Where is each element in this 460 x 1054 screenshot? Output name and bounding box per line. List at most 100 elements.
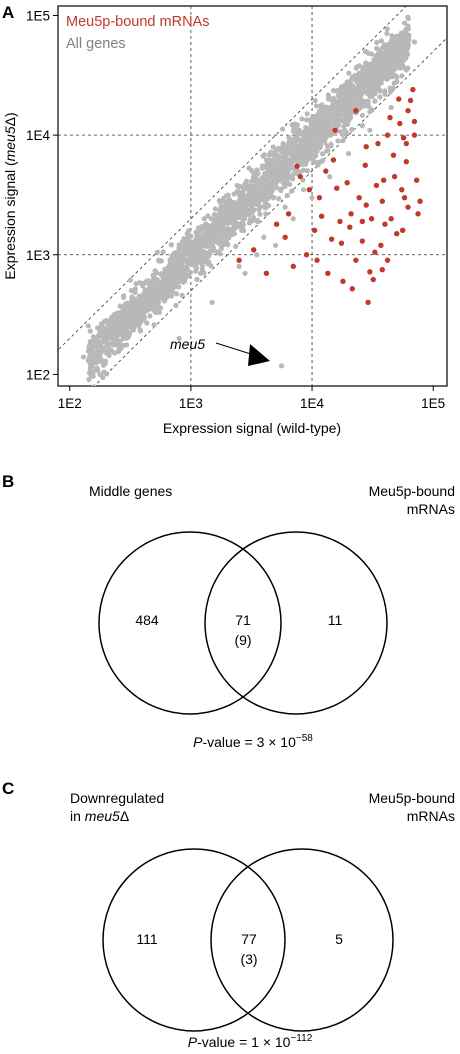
- all-genes-point: [172, 273, 178, 279]
- all-genes-point: [254, 184, 260, 190]
- all-genes-point: [384, 30, 390, 37]
- all-genes-point: [291, 149, 298, 155]
- all-genes-point: [285, 157, 291, 164]
- all-genes-point: [229, 231, 235, 237]
- all-genes-point: [144, 320, 150, 326]
- all-genes-point: [98, 322, 105, 328]
- all-genes-point: [392, 73, 399, 79]
- panel-label-c: C: [2, 779, 14, 798]
- all-genes-point: [394, 45, 400, 51]
- all-genes-point: [316, 124, 322, 130]
- all-genes-point: [221, 198, 227, 204]
- all-genes-point: [186, 228, 192, 234]
- all-genes-point: [143, 289, 150, 295]
- meu5p-bound-point: [379, 267, 385, 273]
- y-tick-label: 1E4: [26, 128, 51, 143]
- venn-c-intersection-count: 77: [241, 931, 257, 947]
- all-genes-point: [403, 26, 409, 33]
- all-genes-point: [216, 240, 222, 246]
- all-genes-point: [263, 184, 270, 190]
- meu5p-bound-point: [347, 224, 353, 230]
- all-genes-point: [355, 75, 361, 82]
- all-genes-point: [141, 297, 147, 303]
- all-genes-point: [98, 345, 104, 351]
- meu5p-bound-point: [391, 173, 398, 180]
- all-genes-point: [231, 191, 237, 197]
- all-genes-point: [322, 139, 328, 146]
- all-genes-point: [244, 198, 250, 204]
- all-genes-point: [173, 291, 180, 297]
- all-genes-point: [319, 159, 325, 165]
- all-genes-point: [232, 212, 238, 218]
- all-genes-point: [121, 293, 127, 299]
- venn-b-right-label-line1: Meu5p-bound: [369, 483, 455, 499]
- meu5p-bound-point: [397, 120, 403, 127]
- all-genes-point: [209, 299, 215, 305]
- series-meu5p-bound: [236, 86, 423, 306]
- all-genes-point: [212, 206, 218, 212]
- all-genes-point: [240, 189, 246, 195]
- all-genes-point: [93, 351, 100, 357]
- all-genes-point: [393, 49, 399, 56]
- all-genes-point: [393, 34, 399, 40]
- all-genes-point: [161, 298, 168, 304]
- all-genes-point: [269, 187, 275, 194]
- all-genes-point: [147, 313, 153, 319]
- all-genes-point: [106, 352, 112, 359]
- x-axis-label: Expression signal (wild-type): [163, 420, 341, 436]
- all-genes-point: [326, 122, 333, 128]
- all-genes-point: [312, 159, 318, 166]
- all-genes-point: [180, 270, 186, 276]
- all-genes-point: [366, 103, 372, 110]
- all-genes-point: [102, 318, 108, 325]
- x-tick-label: 1E3: [179, 396, 203, 411]
- venn-c-right-count: 5: [335, 931, 343, 947]
- all-genes-point: [226, 235, 232, 241]
- all-genes-point: [197, 228, 203, 234]
- all-genes-point: [142, 280, 149, 286]
- all-genes-point: [224, 212, 230, 218]
- all-genes-point: [411, 39, 418, 45]
- all-genes-point: [156, 280, 162, 287]
- meu5p-bound-point: [394, 230, 400, 237]
- all-genes-point: [250, 214, 257, 221]
- all-genes-point: [86, 344, 92, 350]
- all-genes-point: [287, 137, 294, 143]
- meu5p-bound-point: [340, 278, 346, 285]
- all-genes-point: [394, 79, 400, 85]
- all-genes-point: [93, 339, 99, 345]
- venn-b-left-circle: [98, 531, 282, 715]
- all-genes-point: [367, 127, 373, 133]
- all-genes-point: [325, 96, 332, 102]
- y-tick-label: 1E5: [26, 8, 50, 23]
- reference-line-upper: [58, 6, 407, 351]
- all-genes-point: [201, 216, 207, 222]
- meu5p-bound-point: [396, 96, 402, 102]
- venn-c-left-count: 111: [136, 931, 157, 947]
- all-genes-point: [148, 306, 154, 312]
- all-genes-point: [299, 116, 305, 122]
- all-genes-point: [269, 165, 275, 171]
- all-genes-point: [123, 342, 130, 348]
- all-genes-point: [205, 213, 211, 219]
- all-genes-point: [90, 373, 96, 379]
- all-genes-point: [85, 323, 91, 329]
- all-genes-point: [115, 331, 121, 338]
- all-genes-point: [377, 94, 383, 100]
- venn-downregulated: Downregulated in meu5Δ Meu5p-bound mRNAs…: [70, 790, 455, 1050]
- all-genes-point: [282, 183, 288, 189]
- all-genes-point: [243, 180, 249, 186]
- all-genes-point: [253, 178, 259, 184]
- all-genes-point: [162, 278, 168, 284]
- all-genes-point: [237, 183, 243, 189]
- all-genes-point: [255, 199, 261, 205]
- all-genes-point: [311, 125, 317, 131]
- meu5p-bound-point: [337, 218, 343, 225]
- meu5p-bound-point: [325, 270, 331, 276]
- meu5p-bound-point: [399, 186, 405, 193]
- all-genes-point: [314, 148, 320, 155]
- venn-b-pvalue: P-value = 3 × 10−58: [193, 733, 313, 750]
- all-genes-point: [356, 71, 362, 77]
